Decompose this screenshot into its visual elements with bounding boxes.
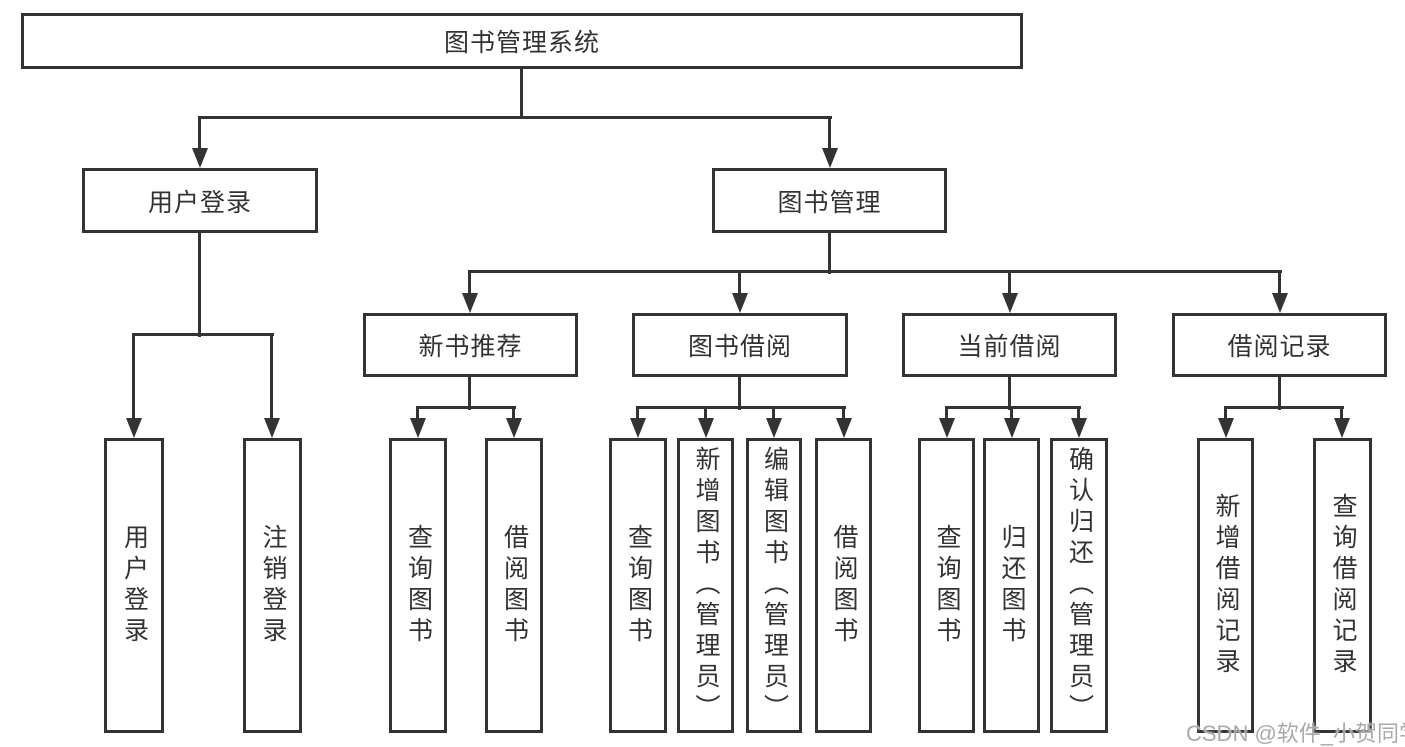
- connector-line: [468, 270, 1282, 273]
- connector-line: [132, 333, 274, 336]
- arrowhead-icon: [630, 418, 646, 438]
- node-label: 确认归还（管理员）: [1065, 446, 1094, 725]
- node-label: 图书管理: [777, 188, 882, 217]
- leaf-query-borrowing-record: 查询借阅记录: [1313, 438, 1372, 733]
- node-label: 查询图书: [624, 523, 653, 648]
- leaf-query-books-borrowing: 查询图书: [609, 438, 667, 733]
- node-borrowing-records: 借阅记录: [1172, 313, 1387, 377]
- node-new-book-recommendation: 新书推荐: [363, 313, 578, 377]
- node-label: 图书管理系统: [443, 29, 600, 57]
- leaf-add-borrowing-record: 新增借阅记录: [1197, 438, 1254, 733]
- connector-line: [636, 406, 639, 423]
- arrowhead-icon: [766, 418, 782, 438]
- connector-line: [738, 377, 741, 410]
- csdn-watermark: CSDN @软件_小贺同学: [1186, 721, 1405, 746]
- connector-line: [468, 377, 471, 410]
- connector-line: [1278, 270, 1281, 297]
- leaf-edit-book-admin: 编辑图书（管理员）: [746, 438, 802, 733]
- arrowhead-icon: [1334, 418, 1350, 438]
- connector-line: [828, 233, 831, 274]
- node-label: 查询借阅记录: [1329, 492, 1357, 679]
- arrowhead-icon: [1002, 293, 1018, 313]
- leaf-logout: 注销登录: [243, 438, 302, 733]
- leaf-confirm-return-admin: 确认归还（管理员）: [1050, 438, 1108, 733]
- connector-line: [1278, 377, 1281, 410]
- arrowhead-icon: [732, 293, 748, 313]
- connector-line: [1010, 406, 1013, 423]
- connector-line: [1008, 377, 1011, 410]
- node-label: 新增借阅记录: [1212, 492, 1240, 679]
- connector-line: [842, 406, 845, 423]
- arrowhead-icon: [822, 148, 838, 168]
- arrowhead-icon: [1218, 418, 1234, 438]
- connector-line: [1224, 406, 1227, 423]
- leaf-borrow-books-borrowing: 借阅图书: [815, 438, 872, 733]
- node-label: 图书借阅: [687, 333, 792, 361]
- leaf-return-books: 归还图书: [983, 438, 1040, 733]
- node-label: 借阅记录: [1227, 333, 1332, 361]
- connector-line: [945, 406, 1081, 409]
- arrowhead-icon: [264, 418, 280, 438]
- connector-line: [704, 406, 707, 423]
- arrowhead-icon: [410, 418, 426, 438]
- connector-line: [512, 406, 515, 423]
- connector-line: [945, 406, 948, 423]
- connector-line: [416, 406, 419, 423]
- arrowhead-icon: [1071, 418, 1087, 438]
- node-label: 归还图书: [998, 523, 1026, 648]
- connector-line: [198, 233, 201, 337]
- connector-line: [1224, 406, 1344, 409]
- arrowhead-icon: [192, 148, 208, 168]
- node-label: 编辑图书（管理员）: [760, 446, 789, 725]
- node-label: 查询图书: [933, 523, 961, 648]
- arrowhead-icon: [126, 418, 142, 438]
- arrowhead-icon: [939, 418, 955, 438]
- connector-line: [198, 116, 201, 152]
- node-label: 借阅图书: [500, 523, 529, 648]
- connector-line: [520, 69, 523, 118]
- node-library-system: 图书管理系统: [21, 13, 1023, 69]
- node-label: 借阅图书: [830, 523, 858, 648]
- connector-line: [636, 406, 846, 409]
- node-current-borrowing: 当前借阅: [902, 313, 1117, 377]
- node-label: 新书推荐: [418, 333, 523, 361]
- node-label: 查询图书: [404, 523, 433, 648]
- arrowhead-icon: [836, 418, 852, 438]
- node-label: 用户登录: [147, 188, 252, 217]
- connector-line: [1008, 270, 1011, 297]
- connector-line: [416, 406, 516, 409]
- leaf-borrow-books-recommend: 借阅图书: [485, 438, 543, 733]
- node-book-borrowing: 图书借阅: [632, 313, 848, 377]
- connector-line: [1340, 406, 1343, 423]
- connector-line: [1077, 406, 1080, 423]
- arrowhead-icon: [1272, 293, 1288, 313]
- connector-line: [772, 406, 775, 423]
- node-label: 用户登录: [120, 523, 149, 648]
- leaf-user-login: 用户登录: [104, 438, 164, 733]
- node-label: 新增图书（管理员）: [692, 446, 720, 725]
- connector-line: [738, 270, 741, 297]
- leaf-query-books-current: 查询图书: [918, 438, 975, 733]
- node-user-login: 用户登录: [82, 168, 318, 233]
- arrowhead-icon: [1004, 418, 1020, 438]
- arrowhead-icon: [506, 418, 522, 438]
- node-label: 注销登录: [259, 523, 287, 648]
- node-label: 当前借阅: [957, 333, 1062, 361]
- connector-line: [468, 270, 471, 297]
- arrowhead-icon: [462, 293, 478, 313]
- connector-line: [198, 116, 832, 119]
- connector-line: [270, 333, 273, 423]
- connector-line: [132, 333, 135, 423]
- leaf-add-book-admin: 新增图书（管理员）: [677, 438, 734, 733]
- arrowhead-icon: [698, 418, 714, 438]
- connector-line: [828, 116, 831, 152]
- node-book-management: 图书管理: [712, 168, 947, 233]
- leaf-query-books-recommend: 查询图书: [389, 438, 447, 733]
